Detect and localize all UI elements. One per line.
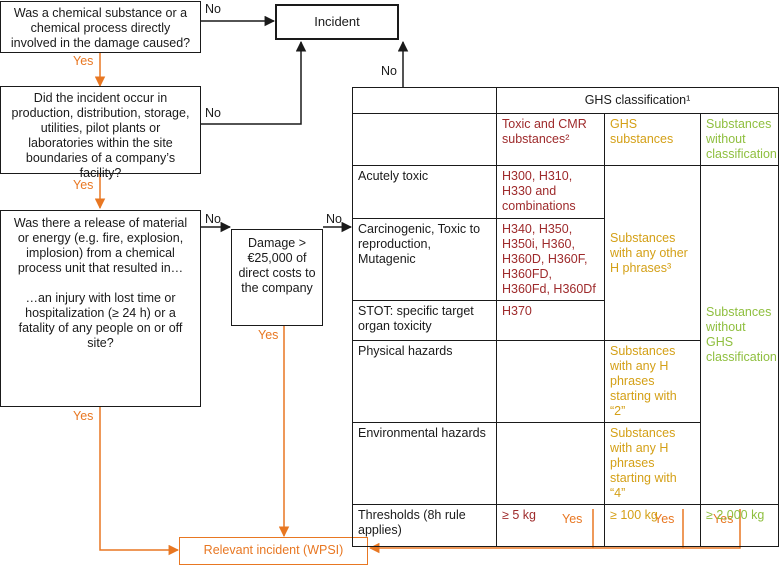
cell-ghs-other-h-phrases: Substances with any other H phrases³ [604, 165, 701, 341]
row-label-acutely-toxic: Acutely toxic [352, 165, 497, 219]
incident-box: Incident [275, 4, 399, 40]
column-toxic-cmr: Toxic and CMR substances² [496, 113, 605, 166]
cell-threshold-ghs: ≥ 100 kg [604, 504, 701, 547]
column-ghs: GHS substances [604, 113, 701, 166]
cell-threshold-cmr: ≥ 5 kg [496, 504, 605, 547]
column-without: Substances without classification [699, 113, 780, 166]
question-chemical-involvement: Was a chemical substance or a chemical p… [0, 1, 201, 53]
table-corner [352, 87, 497, 114]
cell-without-ghs: Substances without GHS classification [699, 165, 780, 505]
label-q2-no: No [205, 106, 221, 120]
cell-environmental-ghs: Substances with any H phrases starting w… [604, 422, 701, 505]
table-header: GHS classification¹ [495, 87, 780, 114]
label-q3-yes: Yes [73, 409, 94, 423]
ghs-classification-table: GHS classification¹ Toxic and CMR substa… [352, 87, 780, 547]
cell-physical-ghs: Substances with any H phrases starting w… [604, 340, 701, 423]
incident-label: Incident [314, 14, 360, 29]
question-site-location: Did the incident occur in production, di… [0, 86, 201, 180]
row-label-thresholds: Thresholds (8h rule applies) [352, 504, 497, 547]
label-damage-no: No [326, 212, 342, 226]
cell-stot-cmr: H370 [496, 300, 605, 341]
damage-cost-box: Damage > €25,000 of direct costs to the … [231, 229, 323, 326]
label-damage-yes: Yes [258, 328, 279, 342]
row-label-stot: STOT: specific target organ toxicity [352, 300, 497, 341]
question-release-injury: Was there a release of material or energ… [0, 210, 201, 407]
label-q1-yes: Yes [73, 54, 94, 68]
label-q3-no: No [205, 212, 221, 226]
label-q2-yes: Yes [73, 178, 94, 192]
cell-threshold-without: ≥ 2,000 kg [699, 504, 780, 547]
cell-carcinogenic-cmr: H340, H350, H350i, H360, H360D, H360F, H… [496, 218, 605, 301]
relevant-incident-box: Relevant incident (WPSI) [179, 537, 368, 565]
label-table-no: No [381, 64, 397, 78]
row-label-physical: Physical hazards [352, 340, 497, 423]
label-q1-no: No [205, 2, 221, 16]
row-label-environmental: Environmental hazards [352, 422, 497, 505]
cell-acutely-toxic-cmr: H300, H310, H330 and combinations [496, 165, 605, 219]
row-label-carcinogenic: Carcinogenic, Toxic to reproduction, Mut… [352, 218, 497, 301]
